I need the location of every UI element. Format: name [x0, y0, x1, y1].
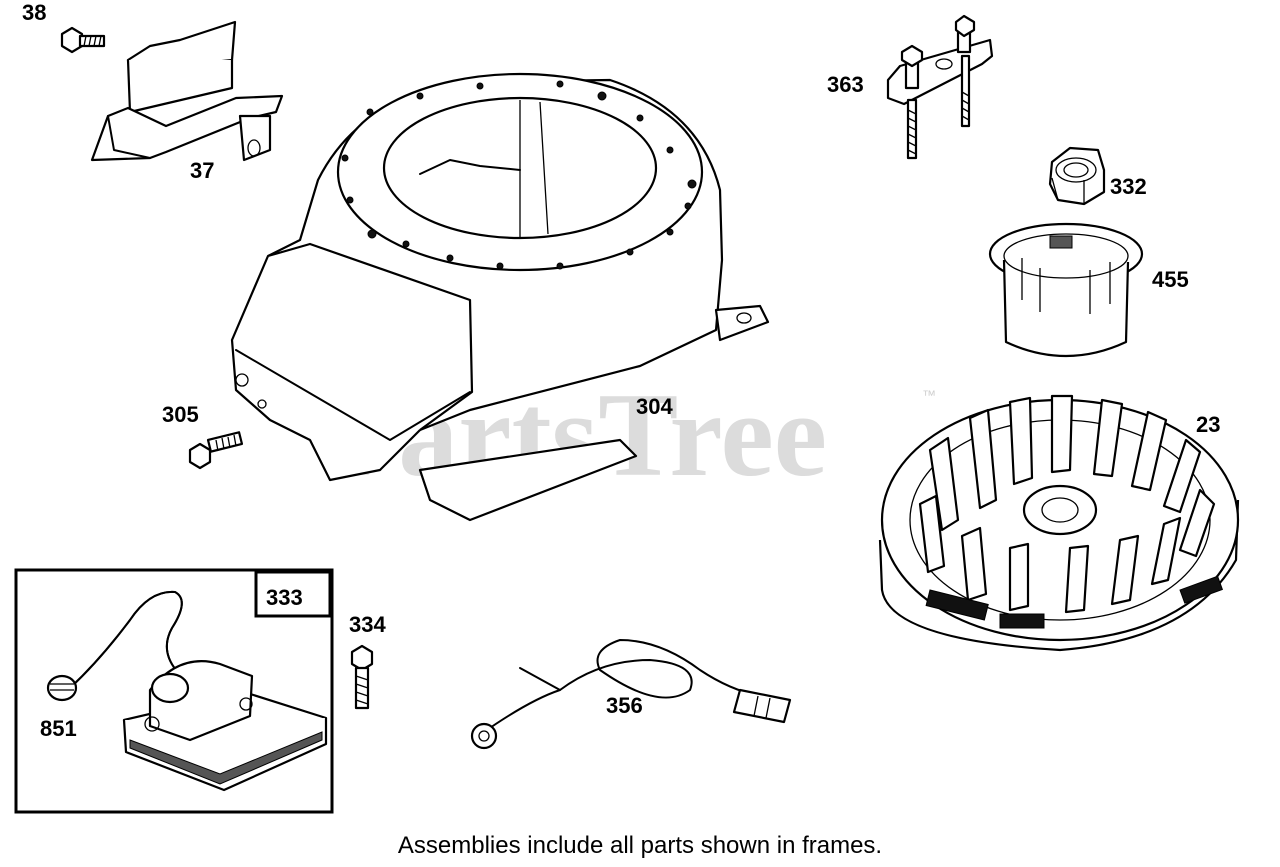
part-334-bolt[interactable] — [350, 644, 374, 710]
part-455-cup[interactable] — [988, 222, 1144, 358]
part-38-bolt[interactable] — [60, 26, 106, 54]
label-356: 356 — [606, 693, 643, 718]
label-332: 332 — [1110, 174, 1147, 199]
part-305-screw[interactable] — [188, 431, 244, 470]
part-363-bracket[interactable] — [886, 14, 994, 160]
part-304-blower-housing[interactable] — [230, 72, 770, 522]
label-38: 38 — [22, 0, 46, 25]
trademark-symbol: ™ — [922, 387, 936, 403]
label-334: 334 — [349, 612, 386, 637]
label-304: 304 — [636, 394, 673, 419]
part-23-flywheel[interactable] — [878, 394, 1240, 652]
label-455: 455 — [1152, 267, 1189, 292]
label-333: 333 — [266, 585, 303, 610]
part-333-armature-frame[interactable] — [14, 568, 334, 814]
label-363: 363 — [827, 72, 864, 97]
assemblies-footnote: Assemblies include all parts shown in fr… — [397, 832, 883, 859]
label-851: 851 — [40, 716, 77, 741]
label-23: 23 — [1196, 412, 1220, 437]
part-332-nut[interactable] — [1048, 146, 1106, 206]
label-37: 37 — [190, 158, 214, 183]
label-305: 305 — [162, 402, 199, 427]
part-37-guard[interactable] — [90, 20, 284, 162]
part-356-ground-wire[interactable] — [470, 639, 792, 750]
